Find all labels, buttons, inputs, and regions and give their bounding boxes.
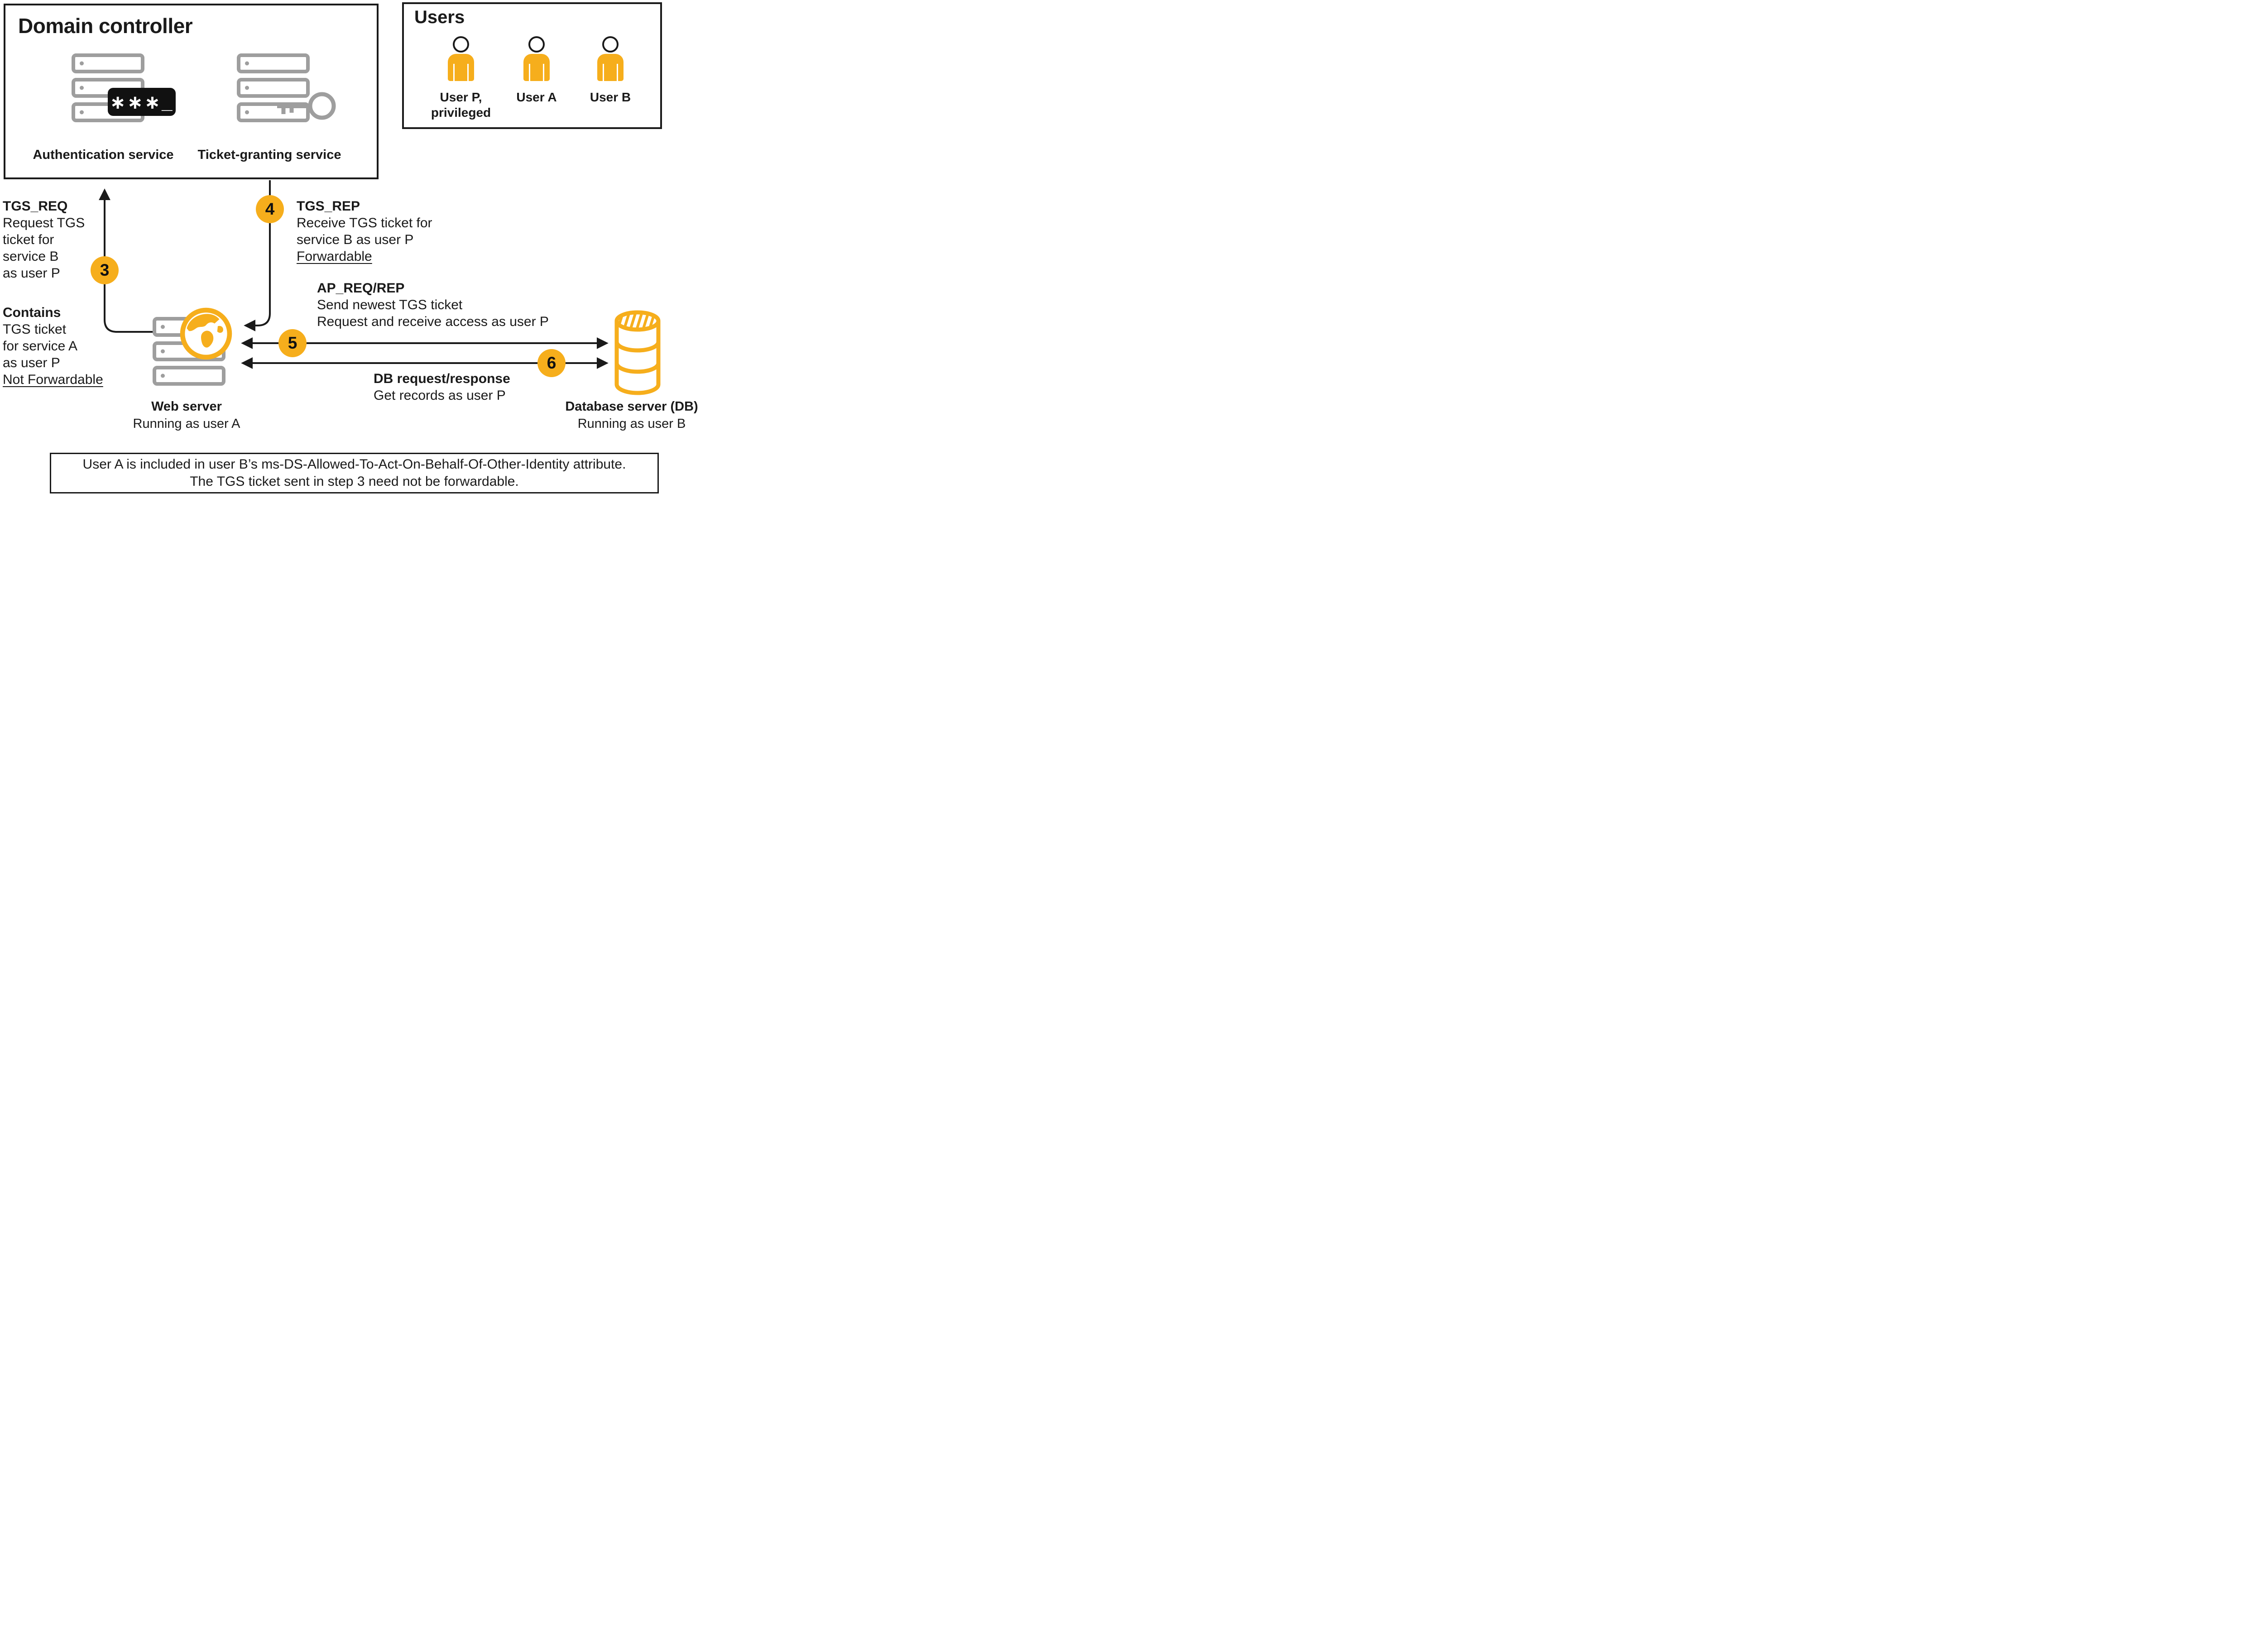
user-b-icon xyxy=(590,36,631,81)
step-3-request-text: TGS_REQ Request TGS ticket for service B… xyxy=(3,198,85,282)
person-head-icon xyxy=(453,36,469,53)
auth-service-label: Authentication service xyxy=(33,148,174,162)
db-server-subtitle: Running as user B xyxy=(577,417,686,431)
user-a-name: User A xyxy=(516,90,557,104)
step-4-number: 4 xyxy=(265,200,275,218)
diagram-canvas: Domain controller ∗∗∗_ Authentication se… xyxy=(0,0,705,496)
web-server-subtitle: Running as user A xyxy=(133,417,240,431)
step-5-text: AP_REQ/REP Send newest TGS ticket Reques… xyxy=(317,280,549,330)
step-5-line: Send newest TGS ticket xyxy=(317,297,463,312)
tgs-service-label: Ticket-granting service xyxy=(197,148,341,162)
person-head-icon xyxy=(602,36,619,53)
step-5-number: 5 xyxy=(288,334,297,352)
person-body-icon xyxy=(523,54,550,81)
tgs-service-icon xyxy=(237,53,310,122)
contains-line: for service A xyxy=(3,339,78,354)
domain-controller-title: Domain controller xyxy=(18,14,193,38)
step-4-text: TGS_REP Receive TGS ticket for service B… xyxy=(297,198,432,265)
person-body-icon xyxy=(448,54,474,81)
step-5-badge: 5 xyxy=(278,329,307,357)
user-b-name: User B xyxy=(590,90,631,104)
step4-arrow xyxy=(244,180,271,331)
step3-arrow xyxy=(99,188,154,333)
server-bar xyxy=(237,102,310,122)
step-3-line: as user P xyxy=(3,266,60,281)
server-bar xyxy=(237,78,310,98)
not-forwardable-label: Not Forwardable xyxy=(3,372,103,387)
user-p-icon xyxy=(441,36,481,81)
user-a-label: User A xyxy=(496,90,577,105)
step-5-title: AP_REQ/REP xyxy=(317,281,405,296)
database-icon xyxy=(614,310,661,395)
step-5-line: Request and receive access as user P xyxy=(317,314,549,329)
person-head-icon xyxy=(528,36,545,53)
step-6-number: 6 xyxy=(547,354,556,372)
step-3-title: TGS_REQ xyxy=(3,199,68,214)
contains-line: as user P xyxy=(3,355,60,370)
server-bar xyxy=(72,53,144,73)
step-3-line: service B xyxy=(3,249,59,264)
step-6-line: Get records as user P xyxy=(374,388,506,403)
db-server-name: Database server (DB) xyxy=(565,399,698,414)
footnote-line-2: The TGS ticket sent in step 3 need not b… xyxy=(190,474,519,489)
server-bar xyxy=(153,366,225,386)
step-6-badge: 6 xyxy=(537,349,566,377)
globe-icon xyxy=(180,307,232,360)
footnote-box: User A is included in user B’s ms-DS-All… xyxy=(50,453,659,493)
step-4-line: Receive TGS ticket for xyxy=(297,215,432,230)
person-body-icon xyxy=(597,54,624,81)
step-4-title: TGS_REP xyxy=(297,199,360,214)
user-b-label: User B xyxy=(570,90,651,105)
step-4-badge: 4 xyxy=(256,195,284,223)
step-6-title: DB request/response xyxy=(374,371,510,386)
domain-controller-box xyxy=(4,4,379,179)
forwardable-label: Forwardable xyxy=(297,249,372,264)
step-3-line: ticket for xyxy=(3,232,54,247)
key-icon xyxy=(277,92,336,120)
step-3-line: Request TGS xyxy=(3,215,85,230)
user-p-name: User P, xyxy=(440,90,482,104)
step-3-badge: 3 xyxy=(91,256,119,284)
step-6-text: DB request/response Get records as user … xyxy=(374,370,510,404)
user-p-label: User P, privileged xyxy=(420,90,502,120)
password-asterisks: ∗∗∗_ xyxy=(110,91,174,113)
server-bar xyxy=(237,53,310,73)
contains-line: TGS ticket xyxy=(3,322,67,337)
web-server-name: Web server xyxy=(151,399,222,414)
password-prompt-icon: ∗∗∗_ xyxy=(108,88,176,116)
footnote-line-1: User A is included in user B’s ms-DS-All… xyxy=(82,457,626,472)
user-a-icon xyxy=(516,36,557,81)
step-3-contains-text: Contains TGS ticket for service A as use… xyxy=(3,304,103,388)
users-box xyxy=(402,2,662,129)
step-4-line: service B as user P xyxy=(297,232,414,247)
contains-title: Contains xyxy=(3,305,61,320)
user-p-line2: privileged xyxy=(431,105,491,120)
users-title: Users xyxy=(414,7,465,27)
step-3-number: 3 xyxy=(100,261,110,279)
